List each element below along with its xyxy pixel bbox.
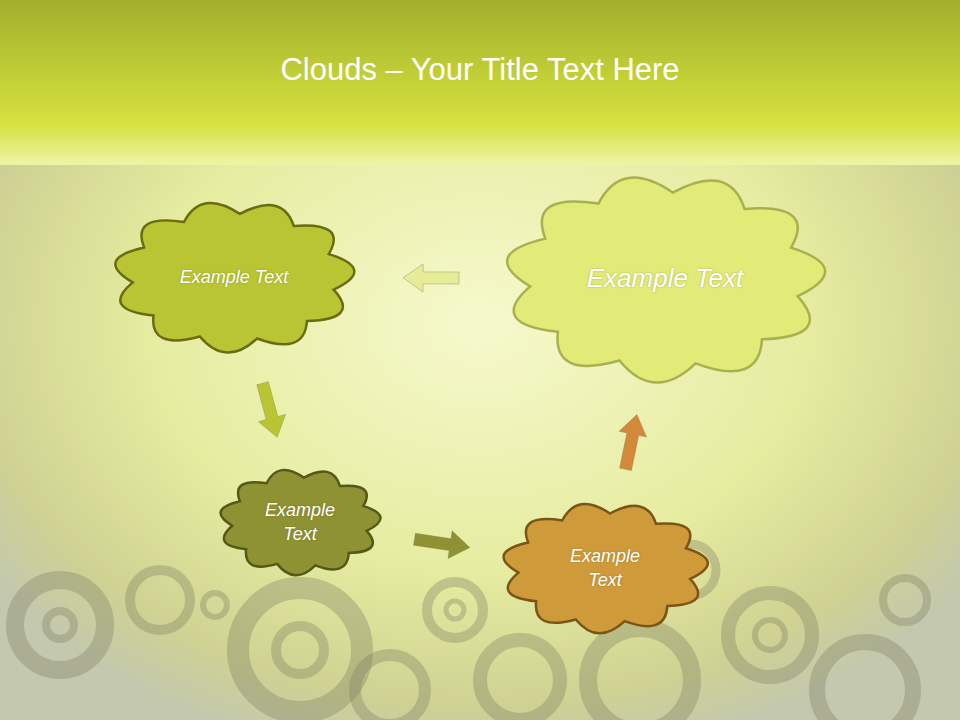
slide-title: Clouds – Your Title Text Here	[0, 52, 960, 88]
cloud-node: Example Text	[500, 168, 830, 390]
cloud-shape	[499, 498, 711, 638]
cloud-node: Example Text	[110, 196, 358, 358]
node-text: Example Text	[250, 498, 350, 547]
block-arrow	[403, 264, 459, 292]
cloud-outline	[504, 504, 708, 633]
cloud-outline	[115, 203, 354, 353]
cloud-shape	[217, 465, 383, 579]
block-arrow	[257, 382, 286, 438]
node-text: Example Text	[552, 544, 658, 593]
node-text: Example Text	[157, 265, 311, 289]
node-text: Example Text	[556, 261, 774, 296]
cloud-outline	[507, 178, 825, 383]
block-arrow	[414, 531, 470, 559]
cloud-outline	[221, 470, 381, 575]
block-arrow	[619, 415, 646, 471]
cloud-node: Example Text	[499, 498, 711, 638]
cloud-node: Example Text	[217, 465, 383, 579]
